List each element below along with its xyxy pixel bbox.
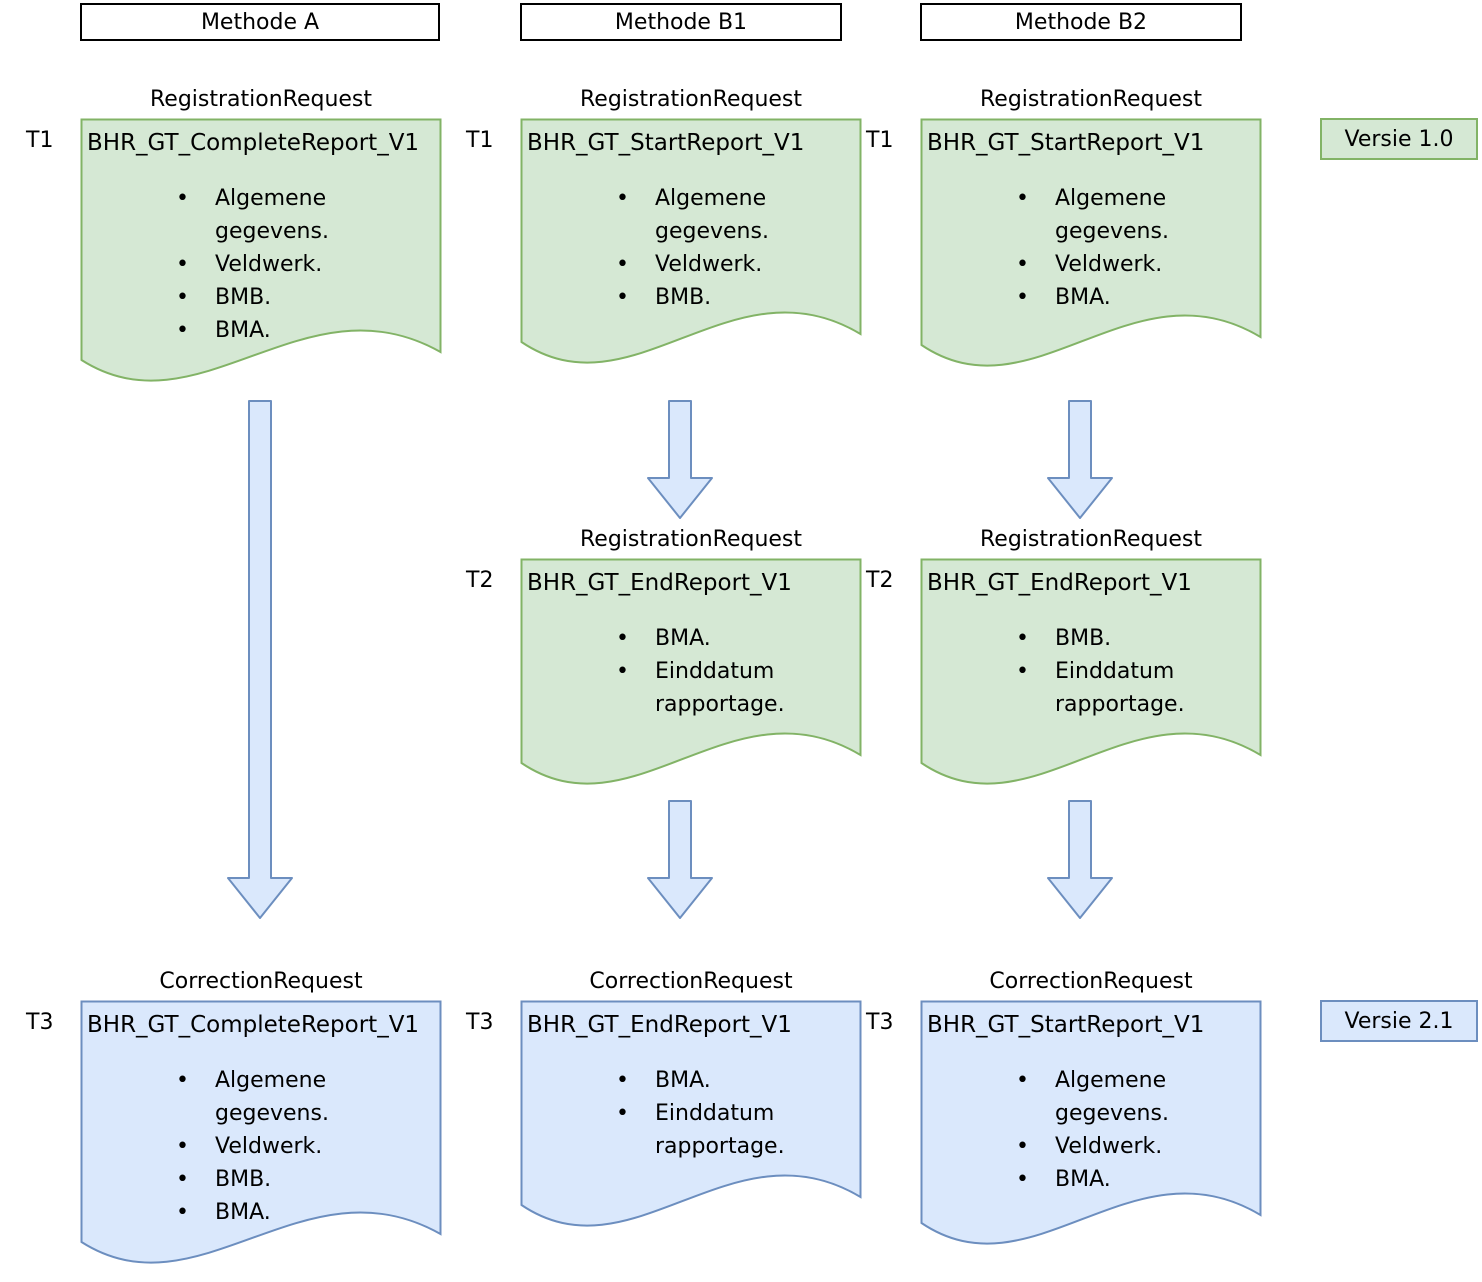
time-label: T3 [466, 1010, 494, 1035]
time-label: T1 [466, 128, 494, 153]
request-type-label: RegistrationRequest [979, 527, 1203, 552]
bullet-item: BMB. [80, 1163, 432, 1196]
time-label: T1 [26, 128, 54, 153]
bullet-item: Algemene gegevens. [520, 182, 852, 248]
report-items: Algemene gegevens.Veldwerk.BMB.BMA. [80, 182, 432, 347]
report-items: BMA.Einddatum rapportage. [520, 622, 852, 721]
request-type-label: CorrectionRequest [589, 969, 793, 994]
column-header-label: Methode B2 [1014, 9, 1148, 35]
bullet-item: Veldwerk. [80, 248, 432, 281]
version-badge-1-0: Versie 1.0 [1320, 118, 1478, 160]
time-label: T3 [26, 1010, 54, 1035]
report-items: Algemene gegevens.Veldwerk.BMB. [520, 182, 852, 314]
bullet-item: Algemene gegevens. [920, 182, 1252, 248]
bullet-item: BMB. [520, 281, 852, 314]
report-name: BHR_GT_CompleteReport_V1 [87, 1012, 420, 1038]
report-items: Algemene gegevens.Veldwerk.BMA. [920, 1064, 1252, 1196]
version-badge-2-1: Versie 2.1 [1320, 1000, 1478, 1042]
down-arrow-a-t1-t3 [227, 400, 293, 919]
bullet-item: Einddatum rapportage. [520, 1097, 852, 1163]
bullet-item: Algemene gegevens. [80, 182, 432, 248]
version-badge-label: Versie 1.0 [1344, 126, 1454, 152]
time-label: T2 [466, 568, 494, 593]
down-arrow-b2-t2-t3 [1047, 800, 1113, 919]
report-name: BHR_GT_EndReport_V1 [927, 570, 1192, 596]
column-header-label: Methode A [200, 9, 320, 35]
column-header-label: Methode B1 [614, 9, 748, 35]
bullet-item: BMA. [520, 622, 852, 655]
request-type-label: RegistrationRequest [579, 527, 803, 552]
report-name: BHR_GT_StartReport_V1 [927, 130, 1205, 156]
bullet-item: Veldwerk. [920, 1130, 1252, 1163]
report-name: BHR_GT_EndReport_V1 [527, 1012, 792, 1038]
request-type-label: RegistrationRequest [979, 87, 1203, 112]
bullet-item: Algemene gegevens. [80, 1064, 432, 1130]
time-label: T1 [866, 128, 894, 153]
report-items: BMB.Einddatum rapportage. [920, 622, 1252, 721]
report-name: BHR_GT_StartReport_V1 [927, 1012, 1205, 1038]
bullet-item: Veldwerk. [80, 1130, 432, 1163]
bullet-item: Veldwerk. [920, 248, 1252, 281]
bullet-item: Einddatum rapportage. [920, 655, 1252, 721]
bullet-item: BMA. [920, 1163, 1252, 1196]
down-arrow-b1-t1-t2 [647, 400, 713, 519]
bullet-item: Veldwerk. [520, 248, 852, 281]
report-items: Algemene gegevens.Veldwerk.BMB.BMA. [80, 1064, 432, 1229]
request-type-label: CorrectionRequest [159, 969, 363, 994]
bullet-item: BMA. [80, 314, 432, 347]
bullet-item: BMA. [920, 281, 1252, 314]
bullet-item: BMB. [920, 622, 1252, 655]
bullet-item: BMA. [80, 1196, 432, 1229]
version-badge-label: Versie 2.1 [1344, 1008, 1454, 1034]
report-name: BHR_GT_CompleteReport_V1 [87, 130, 420, 156]
request-type-label: RegistrationRequest [579, 87, 803, 112]
report-name: BHR_GT_EndReport_V1 [527, 570, 792, 596]
report-items: Algemene gegevens.Veldwerk.BMA. [920, 182, 1252, 314]
down-arrow-b2-t1-t2 [1047, 400, 1113, 519]
bullet-item: BMB. [80, 281, 432, 314]
request-type-label: RegistrationRequest [149, 87, 373, 112]
column-header-methode-b2: Methode B2 [920, 3, 1242, 41]
bullet-item: Algemene gegevens. [920, 1064, 1252, 1130]
column-header-methode-a: Methode A [80, 3, 440, 41]
request-type-label: CorrectionRequest [989, 969, 1193, 994]
time-label: T2 [866, 568, 894, 593]
time-label: T3 [866, 1010, 894, 1035]
bullet-item: BMA. [520, 1064, 852, 1097]
report-items: BMA.Einddatum rapportage. [520, 1064, 852, 1163]
down-arrow-b1-t2-t3 [647, 800, 713, 919]
bullet-item: Einddatum rapportage. [520, 655, 852, 721]
report-name: BHR_GT_StartReport_V1 [527, 130, 805, 156]
column-header-methode-b1: Methode B1 [520, 3, 842, 41]
